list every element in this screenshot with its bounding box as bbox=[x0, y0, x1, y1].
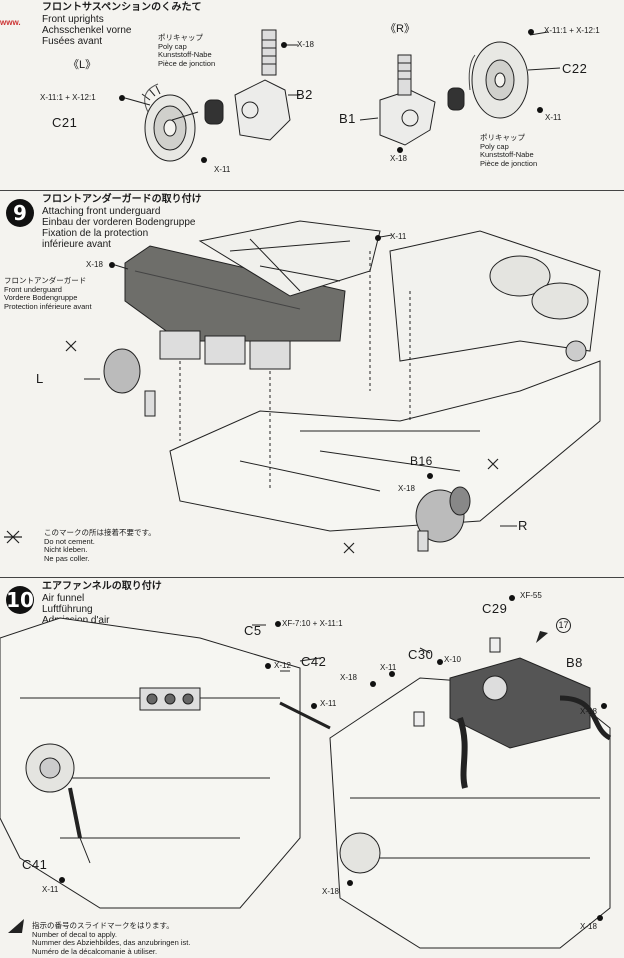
underguard-jp: フロントアンダーガード bbox=[4, 276, 87, 285]
part-b1: B1 bbox=[339, 111, 356, 126]
polycap-right-fr: Pièce de jonction bbox=[480, 158, 538, 168]
side-right-label: 《R》 bbox=[385, 23, 415, 35]
step-10-number: 10 bbox=[6, 586, 34, 614]
side-l: L bbox=[36, 371, 44, 386]
front-uprights-illustration bbox=[119, 29, 561, 163]
decal-note-de: Nummer des Abziehbildes, das anzubringen… bbox=[32, 938, 191, 948]
step-9-title-fr: Fixation de la protection bbox=[42, 228, 149, 239]
decal-marker-arrow bbox=[536, 631, 548, 643]
no-cement-marks bbox=[4, 340, 499, 554]
part-c42: C42 bbox=[301, 654, 327, 669]
paint-x11x12-b: X-11:1 + X-12:1 bbox=[544, 26, 600, 35]
part-c41: C41 bbox=[22, 857, 48, 872]
air-funnel-illustration bbox=[0, 595, 612, 949]
decal-number-badge: 17 bbox=[556, 618, 571, 633]
step-8-title-fr: Fusées avant bbox=[42, 36, 103, 47]
step-10-title-jp: エアファンネルの取り付け bbox=[42, 581, 162, 592]
no-cement-jp: このマークの所は接着不要です。 bbox=[44, 528, 156, 537]
polycap-left-jp: ポリキャップ bbox=[158, 33, 203, 42]
paint-x11-b: X-11 bbox=[42, 885, 59, 894]
polycap-left-en: Poly cap bbox=[158, 41, 187, 51]
step-10-title-de: Luftführung bbox=[42, 604, 93, 615]
underguard-en: Front underguard bbox=[4, 284, 62, 294]
step-9-title-fr2: inférieure avant bbox=[42, 239, 111, 250]
no-cement-de: Nicht kleben. bbox=[44, 545, 88, 555]
part-b16: B16 bbox=[410, 454, 433, 468]
step-10-air-funnel: 10 エアファンネルの取り付け Air funnel Luftführung A… bbox=[0, 577, 624, 958]
underguard-de: Vordere Bodengruppe bbox=[4, 293, 78, 303]
step-8-title-en: Front uprights bbox=[42, 14, 104, 25]
polycap-right-en: Poly cap bbox=[480, 141, 509, 151]
paint-xf55: XF-55 bbox=[520, 591, 542, 600]
paint-x18-b: X-18 bbox=[390, 154, 407, 163]
decal-note-en: Number of decal to apply. bbox=[32, 929, 117, 939]
watermark-text: www. bbox=[0, 18, 21, 27]
part-b8: B8 bbox=[566, 655, 583, 670]
step-9-title-de: Einbau der vorderen Bodengruppe bbox=[42, 217, 196, 228]
polycap-note-right: ポリキャップ Poly cap Kunststoff-Nabe Pièce de… bbox=[480, 133, 538, 169]
paint-x18: X-18 bbox=[86, 260, 103, 269]
decal-note-jp: 指示の番号のスライドマークをはります。 bbox=[32, 921, 174, 930]
no-cement-legend: このマークの所は接着不要です。 Do not cement. Nicht kle… bbox=[44, 528, 156, 564]
paint-x11-c: X-11 bbox=[380, 663, 397, 672]
step-10-title-en: Air funnel bbox=[42, 593, 85, 604]
paint-xf7-x11: XF-7:10 + X-11:1 bbox=[282, 619, 343, 628]
side-r: R bbox=[518, 518, 528, 533]
step-9-title-jp: フロントアンダーガードの取り付け bbox=[42, 194, 202, 205]
polycap-right-de: Kunststoff-Nabe bbox=[480, 150, 534, 160]
paint-x18-b: X-18 bbox=[580, 707, 597, 716]
step-9-number: 9 bbox=[6, 199, 34, 227]
paint-x11-b: X-11 bbox=[545, 113, 562, 122]
underguard-note: フロントアンダーガード Front underguard Vordere Bod… bbox=[4, 276, 92, 312]
no-cement-fr: Ne pas coller. bbox=[44, 553, 90, 563]
polycap-left-de: Kunststoff-Nabe bbox=[158, 50, 212, 60]
part-c5: C5 bbox=[244, 623, 262, 638]
step-8-front-uprights: フロントサスペンションのくみたて Front uprights Achssche… bbox=[0, 0, 624, 190]
side-left-label: 《L》 bbox=[68, 59, 97, 71]
decal-note-fr: Numéro de la décalcomanie à utiliser. bbox=[32, 946, 158, 956]
polycap-note-left: ポリキャップ Poly cap Kunststoff-Nabe Pièce de… bbox=[158, 33, 216, 69]
paint-x18-b: X-18 bbox=[398, 484, 415, 493]
step-9-title-en: Attaching front underguard bbox=[42, 206, 161, 217]
part-c21: C21 bbox=[52, 115, 78, 130]
paint-x11: X-11 bbox=[390, 232, 407, 241]
paint-x18-d: X-18 bbox=[580, 922, 597, 931]
step-8-title-jp: フロントサスペンションのくみたて bbox=[42, 2, 202, 13]
paint-x18-a: X-18 bbox=[297, 40, 314, 49]
part-b2: B2 bbox=[296, 87, 313, 102]
polycap-left-fr: Pièce de jonction bbox=[158, 58, 216, 68]
paint-x11-a: X-11 bbox=[214, 165, 231, 174]
part-c29: C29 bbox=[482, 601, 508, 616]
paint-x18-a: X-18 bbox=[340, 673, 357, 682]
paint-x12: X-12 bbox=[274, 661, 291, 670]
paint-x11-a: X-11 bbox=[320, 699, 337, 708]
paint-x10: X-10 bbox=[444, 655, 461, 664]
part-c30: C30 bbox=[408, 647, 434, 662]
part-c22: C22 bbox=[562, 61, 588, 76]
no-cement-en: Do not cement. bbox=[44, 536, 95, 546]
step-9-front-underguard: 9 フロントアンダーガードの取り付け Attaching front under… bbox=[0, 190, 624, 578]
underguard-fr: Protection inférieure avant bbox=[4, 301, 92, 311]
decal-note: 指示の番号のスライドマークをはります。 Number of decal to a… bbox=[32, 921, 191, 957]
paint-x11x12-a: X-11:1 + X-12:1 bbox=[40, 93, 96, 102]
underguard-illustration bbox=[4, 220, 601, 554]
paint-x18-c: X-18 bbox=[322, 887, 339, 896]
polycap-right-jp: ポリキャップ bbox=[480, 133, 525, 142]
step-8-title-de: Achsschenkel vorne bbox=[42, 25, 132, 36]
decal-legend-arrow bbox=[8, 919, 24, 933]
